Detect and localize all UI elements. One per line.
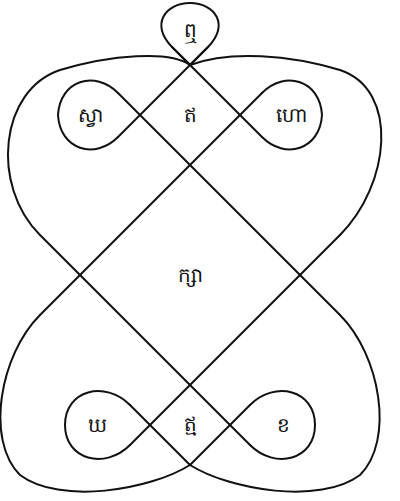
yantra-cell: ក្សា [175,260,206,290]
cell-syllable: ខ [277,412,290,438]
cell-syllable: ឃ [88,412,107,438]
strand [172,47,262,137]
lower-left-lobe [0,315,190,492]
cell-syllable: ក្សា [178,262,203,288]
lower-right-lobe [190,315,380,492]
upper-right-lobe [190,56,381,235]
yantra-cell: ឃ [85,410,110,440]
strand [130,405,250,465]
right-loop [262,81,322,150]
upper-left-lobe [8,56,190,235]
top-loop [161,3,218,65]
cell-syllable: ឮ [184,17,197,43]
strand [118,47,208,137]
cell-syllable: ហោ [276,102,307,128]
strand [40,235,250,445]
yantra-cell: ឥ្ម [181,409,200,439]
yantra-cell: ឥ [181,100,200,130]
lower-right-loop [250,391,315,459]
left-loop [58,81,118,150]
lower-left-loop [65,391,130,459]
strand [118,93,340,315]
cell-syllable: ឥ្ម [184,411,197,437]
cell-syllable: ឥ [184,102,197,128]
yantra-cell: ស្វា [75,100,106,130]
yantra-cell: ឮ [181,15,200,45]
yantra-cell: ហោ [273,100,310,130]
cell-syllable: ស្វា [78,102,103,128]
strand [130,235,340,445]
yantra-cell: ខ [274,410,293,440]
